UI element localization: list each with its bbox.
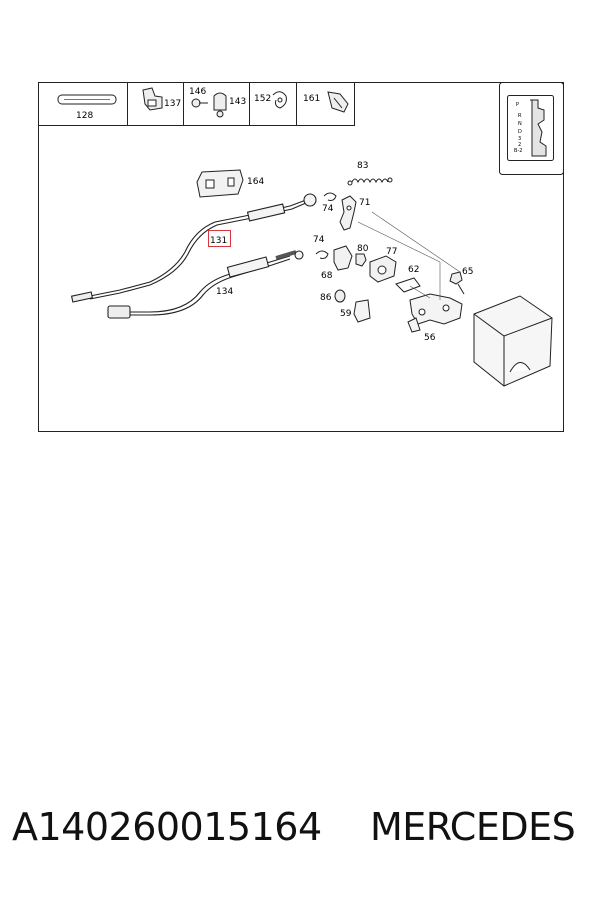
part-83-spring-icon[interactable] xyxy=(347,177,393,186)
part-59-plate-icon[interactable] xyxy=(353,299,371,323)
gear-position-2: 2 xyxy=(518,142,521,148)
part-152-clip-icon[interactable] xyxy=(272,91,287,109)
gear-position-3: 3 xyxy=(518,136,521,142)
callout-80: 80 xyxy=(357,244,369,254)
part-label-128: 128 xyxy=(76,111,93,121)
cable-134[interactable] xyxy=(107,250,304,319)
gear-position-p: P xyxy=(516,102,519,108)
part-68-lever-icon[interactable] xyxy=(333,245,353,271)
gear-position-b2: B-2 xyxy=(514,148,522,154)
callout-62: 62 xyxy=(408,265,419,275)
callout-86: 86 xyxy=(320,293,332,303)
part-77-block-icon[interactable] xyxy=(369,255,397,283)
part-146-bolt-icon[interactable] xyxy=(191,98,208,108)
part-label-137: 137 xyxy=(164,99,181,109)
part-label-152: 152 xyxy=(254,94,271,104)
callout-74-upper: 74 xyxy=(322,204,334,214)
callout-83: 83 xyxy=(357,161,368,171)
part-143-bracket-icon[interactable] xyxy=(213,92,227,118)
part-128-emblem-icon[interactable] xyxy=(57,94,117,105)
callout-131[interactable]: 131 xyxy=(210,236,227,246)
callout-134: 134 xyxy=(216,287,233,297)
callout-71: 71 xyxy=(359,198,370,208)
brand-name: MERCEDES xyxy=(370,805,576,849)
cable-131[interactable] xyxy=(70,193,317,303)
leader-lines xyxy=(357,211,461,300)
callout-65: 65 xyxy=(462,267,473,277)
callout-77: 77 xyxy=(386,247,397,257)
gear-position-r: R xyxy=(518,113,522,119)
footer: A140260015164 MERCEDES xyxy=(0,805,600,865)
shifter-bracket-assembly[interactable] xyxy=(407,293,463,333)
part-71-lever-icon[interactable] xyxy=(339,195,357,231)
part-65-bolt-icon[interactable] xyxy=(449,271,465,295)
shifter-housing-icon[interactable] xyxy=(473,295,553,387)
header-parts-strip xyxy=(38,82,355,126)
part-74-clip-lower-icon[interactable] xyxy=(315,250,329,259)
callout-56: 56 xyxy=(424,333,436,343)
part-86-bushing-icon[interactable] xyxy=(334,289,346,303)
part-161-clip-icon[interactable] xyxy=(327,91,349,113)
callout-74-lower: 74 xyxy=(313,235,325,245)
part-137-clip-icon[interactable] xyxy=(142,87,163,111)
highlight-box-131 xyxy=(208,230,231,247)
diagram-frame xyxy=(38,82,564,432)
part-label-146: 146 xyxy=(189,87,206,97)
callout-59: 59 xyxy=(340,309,352,319)
callout-164: 164 xyxy=(247,177,264,187)
part-label-143: 143 xyxy=(229,97,246,107)
gear-selector-inset xyxy=(499,82,564,175)
parts-diagram: 128 137 146 143 152 161 P R N D 3 2 B-2 xyxy=(38,82,564,432)
part-62-bracket-icon[interactable] xyxy=(395,277,421,293)
gear-position-d: D xyxy=(518,129,522,135)
part-number: A140260015164 xyxy=(12,805,322,849)
part-74-clip-upper-icon[interactable] xyxy=(323,192,337,201)
part-164-cover-icon[interactable] xyxy=(196,169,244,198)
part-80-nut-icon[interactable] xyxy=(355,253,367,267)
part-label-161: 161 xyxy=(303,94,320,104)
callout-68: 68 xyxy=(321,271,333,281)
gear-position-n: N xyxy=(518,121,522,127)
